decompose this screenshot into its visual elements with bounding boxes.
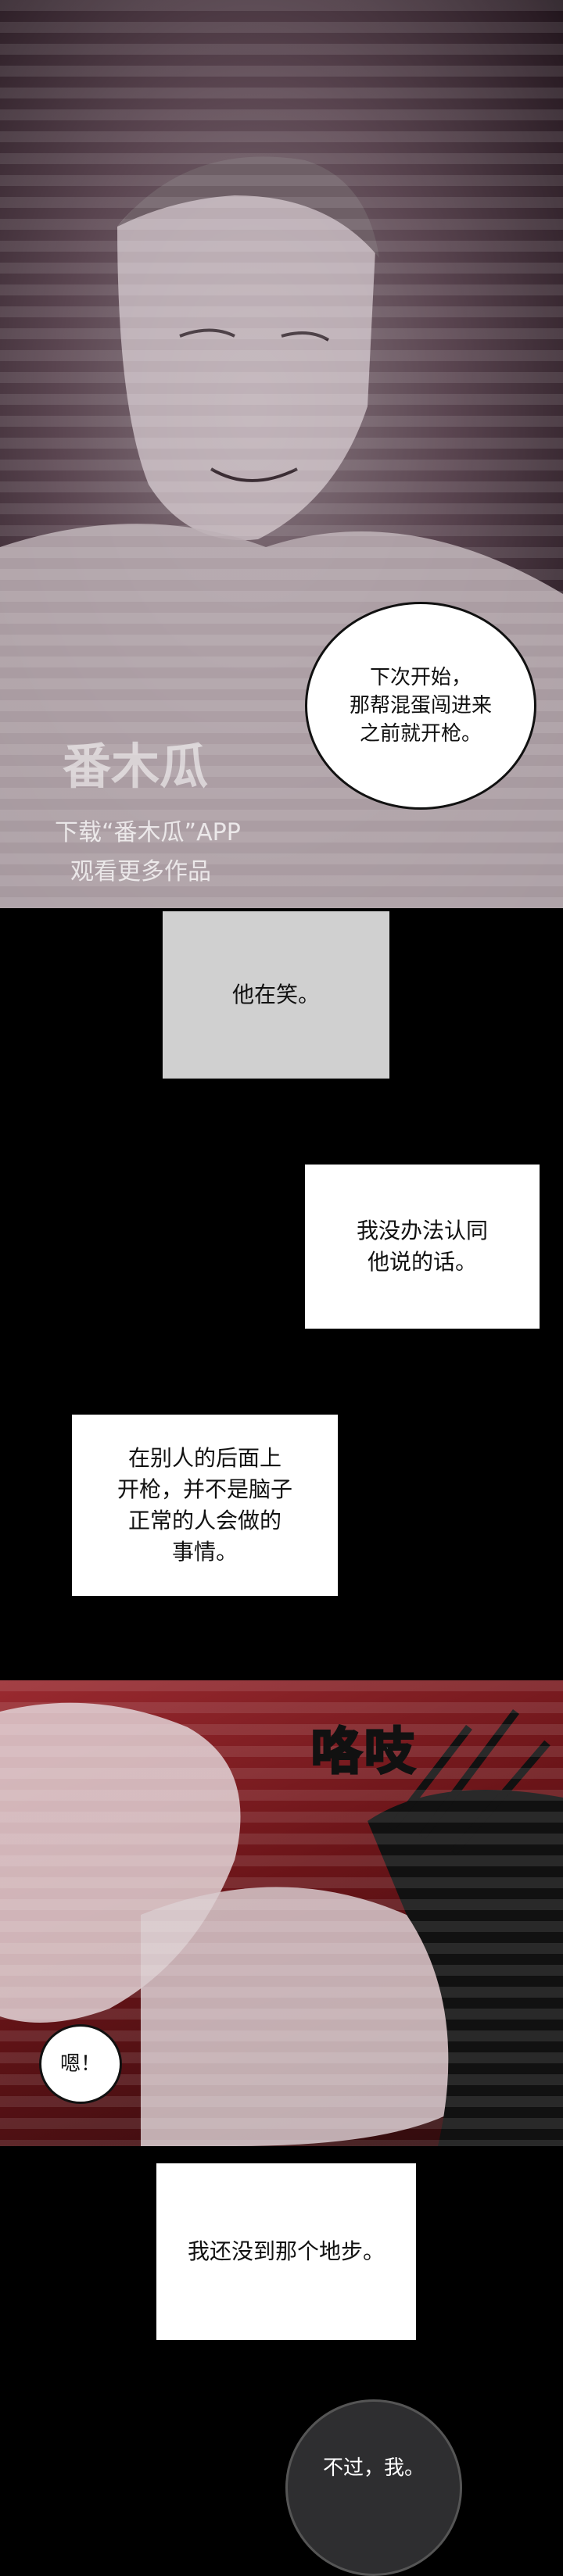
hand-face-illustration: [0, 1702, 563, 2146]
watermark-line2: 观看更多作品: [70, 858, 211, 886]
sound-effect: 咯吱: [310, 1723, 418, 1783]
panel-hand-face: 咯吱 嗯！: [0, 1680, 563, 2146]
bubble-text: 下次开始， 那帮混蛋闯进来 之前就开枪。: [349, 666, 492, 746]
bubble-text: 嗯！: [59, 2052, 101, 2076]
caption-box: 我还没到那个地步。: [156, 2163, 416, 2340]
speech-bubble: 下次开始， 那帮混蛋闯进来 之前就开枪。: [305, 602, 536, 810]
caption-text: 在别人的后面上 开枪，并不是脑子 正常的人会做的 事情。: [117, 1445, 292, 1565]
watermark-line1: 下载“番木瓜”APP: [55, 819, 241, 846]
caption-text: 我还没到那个地步。: [187, 2238, 385, 2264]
speech-bubble-dark: 不过，我。: [285, 2399, 462, 2576]
caption-box: 我没办法认同 他说的话。: [305, 1165, 540, 1329]
speech-bubble: 嗯！: [39, 2024, 122, 2104]
watermark-logo: 番木瓜: [63, 738, 209, 795]
caption-text: 他在笑。: [231, 982, 320, 1007]
caption-text: 我没办法认同 他说的话。: [356, 1218, 488, 1275]
caption-box: 在别人的后面上 开枪，并不是脑子 正常的人会做的 事情。: [72, 1415, 338, 1596]
caption-box: 他在笑。: [163, 911, 389, 1079]
panel-man-smiling: 下次开始， 那帮混蛋闯进来 之前就开枪。 番木瓜 下载“番木瓜”APP 观看更多…: [0, 0, 563, 908]
bubble-text: 不过，我。: [322, 2456, 425, 2480]
